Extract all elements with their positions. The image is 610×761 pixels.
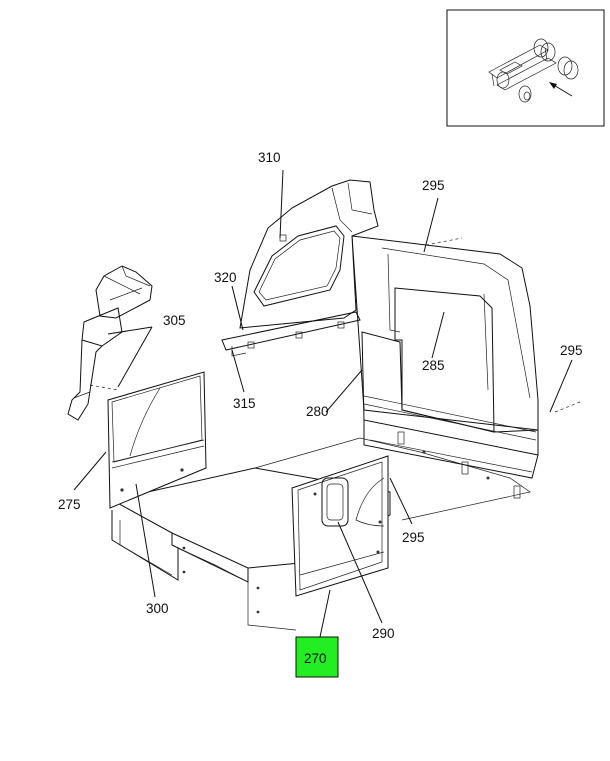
callout-295-top: 295 (422, 178, 445, 193)
callout-285: 285 (422, 358, 445, 373)
callout-295-bottom: 295 (402, 530, 425, 545)
front-partition-panel (107, 371, 207, 509)
left-bracket-assembly (67, 265, 153, 421)
rear-wall-assembly (351, 235, 581, 499)
highlighted-callout-270[interactable]: 270 (295, 636, 339, 678)
callout-310: 310 (258, 150, 281, 165)
callout-315: 315 (233, 396, 256, 411)
locator-inset (446, 9, 605, 127)
callout-270: 270 (304, 651, 327, 666)
callout-320: 320 (214, 270, 237, 285)
vehicle-chassis-thumbnail (488, 38, 579, 103)
callout-280: 280 (306, 404, 329, 419)
callout-295-right: 295 (560, 343, 583, 358)
callout-275: 275 (58, 497, 81, 512)
callout-290: 290 (372, 626, 395, 641)
side-wall-window-panel (221, 179, 379, 357)
direction-arrow-icon (549, 82, 573, 97)
callout-305: 305 (163, 313, 186, 328)
leader-lines (73, 169, 573, 638)
callout-labels: 310 320 315 295 285 295 280 305 275 300 … (58, 150, 583, 641)
callout-300: 300 (146, 601, 169, 616)
